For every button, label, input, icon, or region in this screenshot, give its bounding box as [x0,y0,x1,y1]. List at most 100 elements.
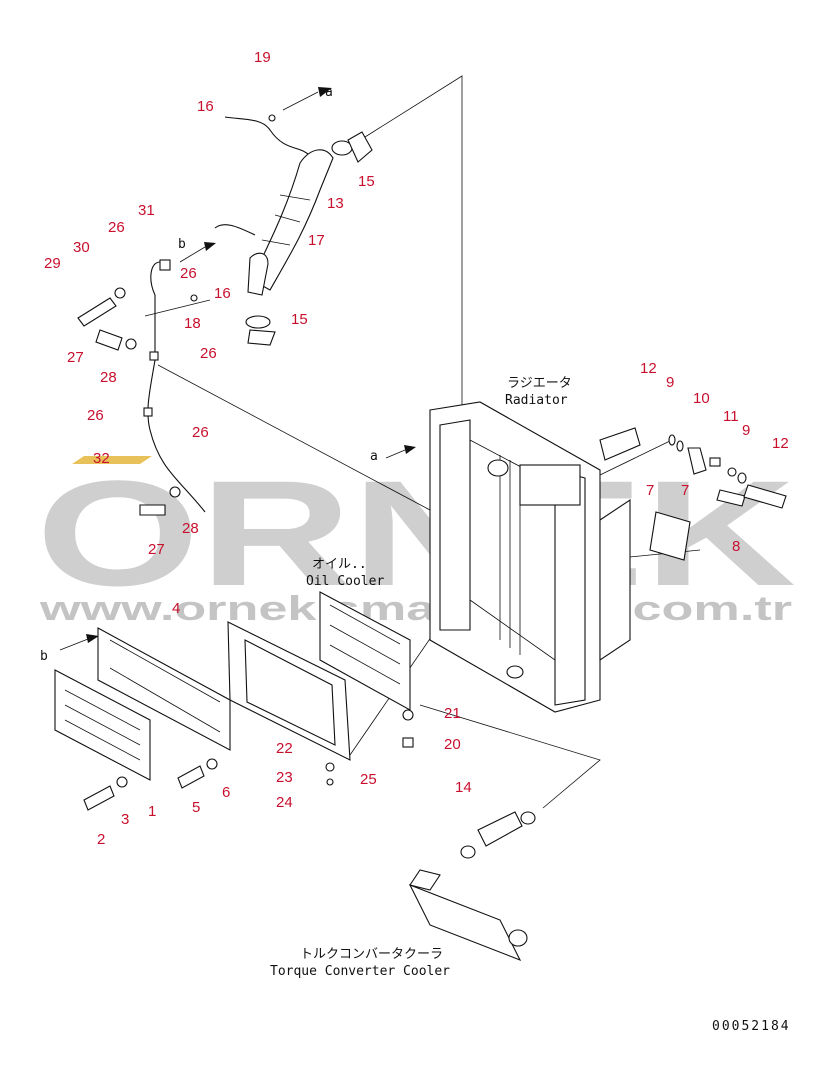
radiator-shroud [599,498,631,662]
washer-12-right [737,472,747,484]
component-labels: ラジエータ Radiator オイル.. Oil Cooler トルクコンバータ… [270,376,791,1034]
bolt-8-long [743,484,787,509]
ref-line-tc [419,704,601,809]
ref-line-tube [157,364,431,511]
tc-cooler-label-en: Torque Converter Cooler [270,964,450,979]
callout: 1 [148,803,156,820]
callout: 3 [121,811,129,828]
callout: 28 [182,520,199,537]
callout: 19 [254,49,271,66]
radiator-inlet [487,459,509,477]
arrow-b-low-head [86,634,99,643]
torque-converter-cooler [408,811,536,962]
arrow-b-left-line [179,246,206,263]
guard-4 [97,627,231,751]
callout: 26 [192,424,209,441]
washer-28-bottom [169,486,181,498]
spacer-11 [709,457,721,467]
drain-tube-assembly [77,259,211,516]
bracket-plate [599,427,641,461]
callout: 7 [646,482,654,499]
bolt-27-top [95,329,123,351]
radiator-label-jp: ラジエータ [507,376,572,391]
watermark-url: www.ornekismakinalari.com.tr [38,590,792,628]
clip-26b [143,407,153,417]
arrow-a-top-head [318,87,332,97]
marker-b-left: b [178,237,186,252]
hose-14 [477,811,523,847]
drain-tube [147,261,206,513]
marker-a-mid: a [370,449,378,464]
arrow-a-mid-line [385,449,406,459]
guard-4-bars [109,639,221,733]
callout: 12 [772,435,789,452]
ref-line-hose [364,75,463,490]
bolt-18 [190,294,198,302]
callout: 32 [93,450,110,467]
radiator-tank [519,464,581,506]
hose-end-16 [247,252,269,296]
callout: 26 [180,265,197,282]
callout: 7 [681,482,689,499]
callout: 16 [197,98,214,115]
tc-cooler-inlet [409,869,441,891]
bracket-15-bottom [247,329,276,346]
tc-cooler-outlet [508,929,528,947]
callout: 17 [308,232,325,249]
oil-cooler-label-en: Oil Cooler [306,574,384,589]
callout: 9 [742,422,750,439]
wire-harness-16 [224,116,311,157]
callout: 6 [222,784,230,801]
nut-9-left [676,440,684,452]
callout: 29 [44,255,61,272]
callout: 22 [276,740,293,757]
callout: 5 [192,799,200,816]
callout: 13 [327,195,344,212]
clamp-14a [520,811,536,825]
callout: 9 [666,374,674,391]
clamp-14b [460,845,476,859]
arrow-a-top-line [282,91,319,111]
callout: 26 [200,345,217,362]
arrow-a-mid-head [404,445,416,454]
tube-branch [144,299,211,317]
washer-6 [206,758,218,770]
bolt-29 [77,297,117,327]
radiator-core-lines [469,439,556,661]
markers: a b a b [40,85,378,664]
oil-cooler [227,591,414,786]
core-1-lines [64,689,141,761]
bracket-15-top [347,131,373,163]
arrow-b-left-head [204,242,216,251]
bolt-27-bottom [139,504,166,516]
washer-23 [325,762,335,772]
callout: 21 [444,705,461,722]
callout: 26 [108,219,125,236]
callout: 27 [67,349,84,366]
bolt-2 [83,785,115,811]
bracket-7 [649,511,691,561]
oil-cooler-label-jp: オイル.. [312,557,367,572]
mount-hardware [649,434,787,561]
callouts: 19 16 13 15 31 26 30 29 26 17 16 18 15 2… [44,49,789,848]
callout: 15 [358,173,375,190]
callout: 25 [360,771,377,788]
callout: 28 [100,369,117,386]
callout: 8 [732,538,740,555]
bolt-5 [177,765,205,789]
callout: 27 [148,541,165,558]
callout: 24 [276,794,293,811]
washer-12-left [668,434,676,446]
marker-b-low: b [40,649,48,664]
callout: 31 [138,202,155,219]
watermark-accent [72,456,152,464]
plug-21 [402,709,414,721]
tc-cooler-body [408,883,522,962]
drawing-number: 00052184 [712,1019,791,1034]
left-guard [54,627,231,811]
radiator-side-left [439,419,471,631]
callout: 4 [172,600,180,617]
hose-clamp-bands [261,194,311,246]
upper-hose-assembly [190,114,373,346]
